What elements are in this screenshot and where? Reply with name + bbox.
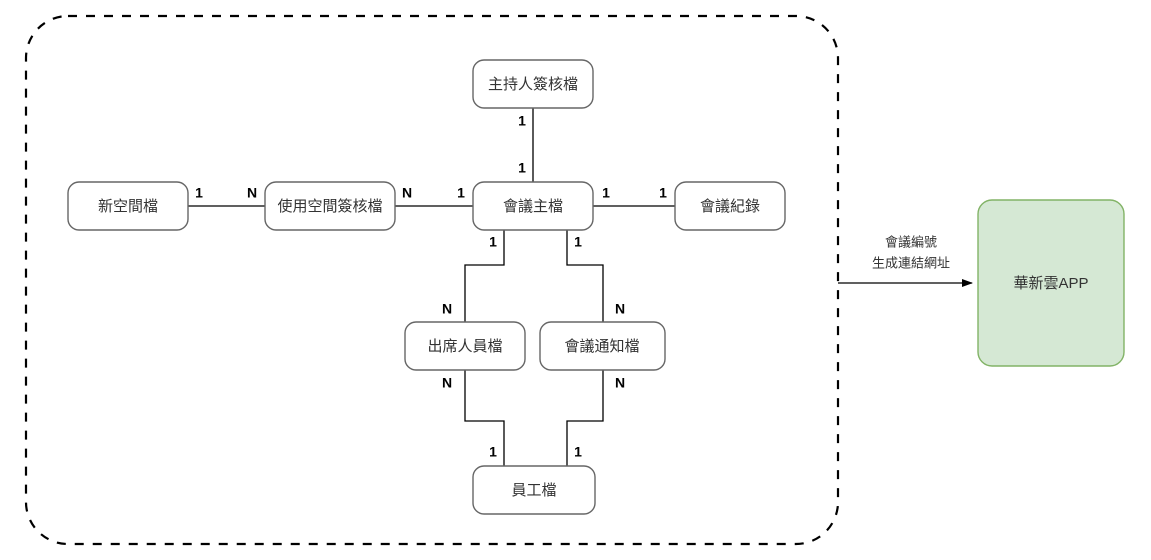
entity-huaxin-cloud-app-box[interactable] [977,199,1125,367]
card-approval-left: N [247,185,257,201]
cardinality-layer: 1 N N 1 1 1 1 1 1 1 N N N N 1 1 [195,113,667,460]
card-meeting-left: 1 [457,185,465,201]
entity-attendee-file-label: 出席人員檔 [427,338,502,355]
entity-employee-file-box[interactable] [472,465,596,515]
entity-meeting-notice-file-box[interactable] [539,321,666,371]
connector-attendee-employee [464,370,505,466]
flow-label-line2: 生成連結網址 [872,255,950,270]
card-employee-top-left: 1 [489,444,497,460]
card-meeting-bottom-left: 1 [489,234,497,250]
entity-meeting-notice-file-label: 會議通知檔 [564,337,639,355]
card-newspace-right: 1 [195,185,203,201]
card-meeting-top: 1 [518,160,526,176]
flow-label-line1: 會議編號 [885,234,937,249]
entity-huaxin-cloud-app[interactable]: 華新雲APP [977,199,1125,367]
entity-attendee-file[interactable]: 出席人員檔 [404,321,526,371]
card-attendee-top: N [442,301,452,317]
card-notice-top: N [615,301,625,317]
card-attendee-bottom: N [442,375,452,391]
entity-host-approval-file-label: 主持人簽核檔 [488,75,578,93]
entity-host-approval-file-box[interactable] [472,59,594,109]
system-boundary [24,14,840,546]
entity-space-use-approval[interactable]: 使用空間簽核檔 [264,181,396,231]
flow-to-app: 會議編號 生成連結網址 [838,234,973,287]
entity-meeting-master-box[interactable] [472,181,594,231]
entity-new-space-file[interactable]: 新空間檔 [67,181,189,231]
entity-new-space-file-label: 新空間檔 [98,198,158,215]
entity-meeting-master-label: 會議主檔 [503,197,563,215]
entity-meeting-record-label: 會議紀錄 [700,197,760,215]
entity-meeting-record-box[interactable] [674,181,786,231]
card-meeting-right: 1 [602,185,610,201]
entity-host-approval-file[interactable]: 主持人簽核檔 [472,59,594,109]
entity-meeting-record[interactable]: 會議紀錄 [674,181,786,231]
connector-notice-employee [566,370,604,466]
connector-meeting-attendee [464,230,505,322]
entity-employee-file-label: 員工檔 [511,482,556,499]
card-host-bottom: 1 [518,113,526,129]
card-employee-top-right: 1 [574,444,582,460]
card-record-left: 1 [659,185,667,201]
entity-employee-file[interactable]: 員工檔 [472,465,596,515]
entity-space-use-approval-box[interactable] [264,181,396,231]
entity-huaxin-cloud-app-label: 華新雲APP [1013,275,1088,292]
card-meeting-bottom-right: 1 [574,234,582,250]
entity-layer: 新空間檔 使用空間簽核檔 會議主檔 會議紀錄 主持人簽核檔 出席人員檔 [67,59,1125,515]
connector-layer [188,108,675,466]
entity-meeting-master[interactable]: 會議主檔 [472,181,594,231]
card-notice-bottom: N [615,375,625,391]
connector-meeting-notice [566,230,604,322]
entity-attendee-file-box[interactable] [404,321,526,371]
entity-meeting-notice-file[interactable]: 會議通知檔 [539,321,666,371]
entity-space-use-approval-label: 使用空間簽核檔 [277,197,382,215]
card-approval-right: N [402,185,412,201]
entity-new-space-file-box[interactable] [67,181,189,231]
